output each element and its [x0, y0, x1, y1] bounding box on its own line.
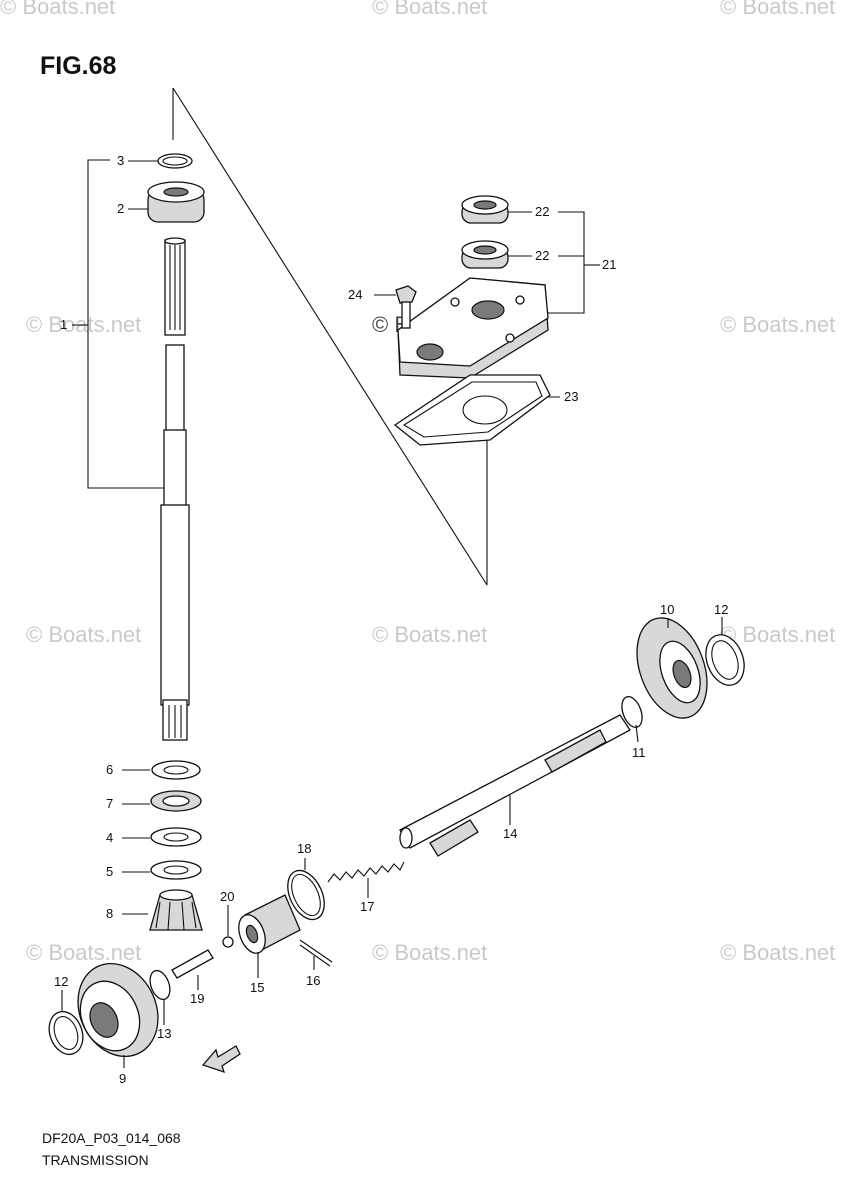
diagram-code: DF20A_P03_014_068: [42, 1130, 181, 1146]
return-spring: [327, 861, 405, 883]
callout-4: 4: [106, 830, 113, 845]
diagonal-line: [172, 87, 488, 586]
gear-tooth: [191, 901, 197, 929]
gear-tooth: [167, 901, 171, 931]
snap-ring: [157, 153, 193, 169]
callout-20: 20: [220, 889, 234, 904]
callout-8: 8: [106, 906, 113, 921]
drive-shaft-collar: [163, 429, 187, 511]
housing-bore: [471, 300, 505, 320]
figure-title: FIG.68: [40, 52, 117, 80]
callout-23: 23: [564, 389, 578, 404]
drive-shaft-middle: [165, 344, 185, 436]
washer-hole: [53, 1016, 79, 1050]
callout-12-left: 12: [54, 974, 68, 989]
bolt-shank: [401, 301, 411, 329]
callout-1: 1: [60, 317, 67, 332]
callout-9: 9: [119, 1071, 126, 1086]
drive-shaft-lower: [160, 504, 190, 706]
callout-7: 7: [106, 796, 113, 811]
leader-line: [635, 724, 639, 743]
thrust-washer: [705, 634, 745, 686]
watermark: © Boats.net: [720, 940, 836, 965]
thrust-washer: [150, 827, 202, 847]
shim-ring: [621, 696, 643, 728]
callout-13: 13: [157, 1026, 171, 1041]
callout-19: 19: [190, 991, 204, 1006]
watermark: © Boats.net: [720, 0, 836, 19]
oil-seal-bore: [473, 245, 497, 255]
bearing-bore: [163, 187, 189, 197]
shim-washer: [151, 760, 201, 780]
housing-hole: [416, 343, 444, 361]
callout-18: 18: [297, 841, 311, 856]
gasket: [393, 374, 551, 446]
push-pin: [171, 949, 214, 979]
watermark: © Boats.net: [720, 312, 836, 337]
cross-pin: [299, 939, 333, 963]
forward-arrow-icon: [201, 1045, 241, 1074]
washer-hole: [163, 765, 189, 775]
thrust-washer: [48, 1010, 84, 1056]
shaft-spline: [429, 819, 479, 857]
watermark: © Boats.net: [26, 622, 142, 647]
shim-ring: [149, 969, 171, 1001]
callout-17: 17: [360, 899, 374, 914]
watermark: © Boats.net: [372, 940, 488, 965]
retaining-ring-inner: [291, 873, 321, 917]
callout-5: 5: [106, 864, 113, 879]
shaft-spline: [544, 729, 607, 773]
bolt-hole: [450, 297, 460, 307]
clutch-dog-bore: [245, 924, 259, 944]
callout-22-lower: 22: [535, 248, 549, 263]
watermark: © Boats.net: [372, 0, 488, 19]
detent-ball: [222, 936, 234, 948]
shaft-end: [399, 827, 413, 849]
bolt-hole: [515, 295, 525, 305]
callout-15: 15: [250, 980, 264, 995]
gear-tooth: [181, 901, 185, 931]
bolt-head: [395, 285, 417, 304]
watermark: © Boats.net: [26, 940, 142, 965]
bracket-line: [87, 159, 166, 489]
pinion-gear-top: [159, 889, 193, 901]
retaining-ring: [287, 869, 325, 921]
seal-housing-top: [397, 277, 549, 367]
callout-22-upper: 22: [535, 204, 549, 219]
cross-pin: [299, 944, 331, 967]
gasket-opening: [462, 395, 508, 425]
callout-3: 3: [117, 153, 124, 168]
callout-24: 24: [348, 287, 362, 302]
callout-10: 10: [660, 602, 674, 617]
snap-ring-inner: [162, 156, 188, 166]
bevel-gear-bore: [672, 659, 692, 689]
watermark: © Boats.net: [0, 0, 116, 19]
callout-11: 11: [632, 745, 646, 760]
gear-tooth: [155, 901, 161, 929]
washer-hole: [163, 865, 189, 875]
callout-14: 14: [503, 826, 517, 841]
oil-seal-bore: [473, 200, 497, 210]
callout-2: 2: [117, 201, 124, 216]
gasket-inner: [402, 381, 543, 438]
reverse-gear-bore: [89, 1002, 119, 1038]
washer-hole: [163, 832, 189, 842]
thrust-bearing-bore: [162, 795, 190, 807]
washer-hole: [711, 640, 739, 680]
watermark: © Boats.net: [372, 622, 488, 647]
shim-washer: [150, 860, 202, 880]
callout-6: 6: [106, 762, 113, 777]
watermark: © Boats.net: [720, 622, 836, 647]
callout-16: 16: [306, 973, 320, 988]
bracket-line: [540, 211, 585, 314]
bolt-hole: [505, 333, 515, 343]
callout-21: 21: [602, 257, 616, 272]
shaft-end: [164, 237, 186, 245]
callout-12-right: 12: [714, 602, 728, 617]
diagram-caption: TRANSMISSION: [42, 1152, 149, 1168]
